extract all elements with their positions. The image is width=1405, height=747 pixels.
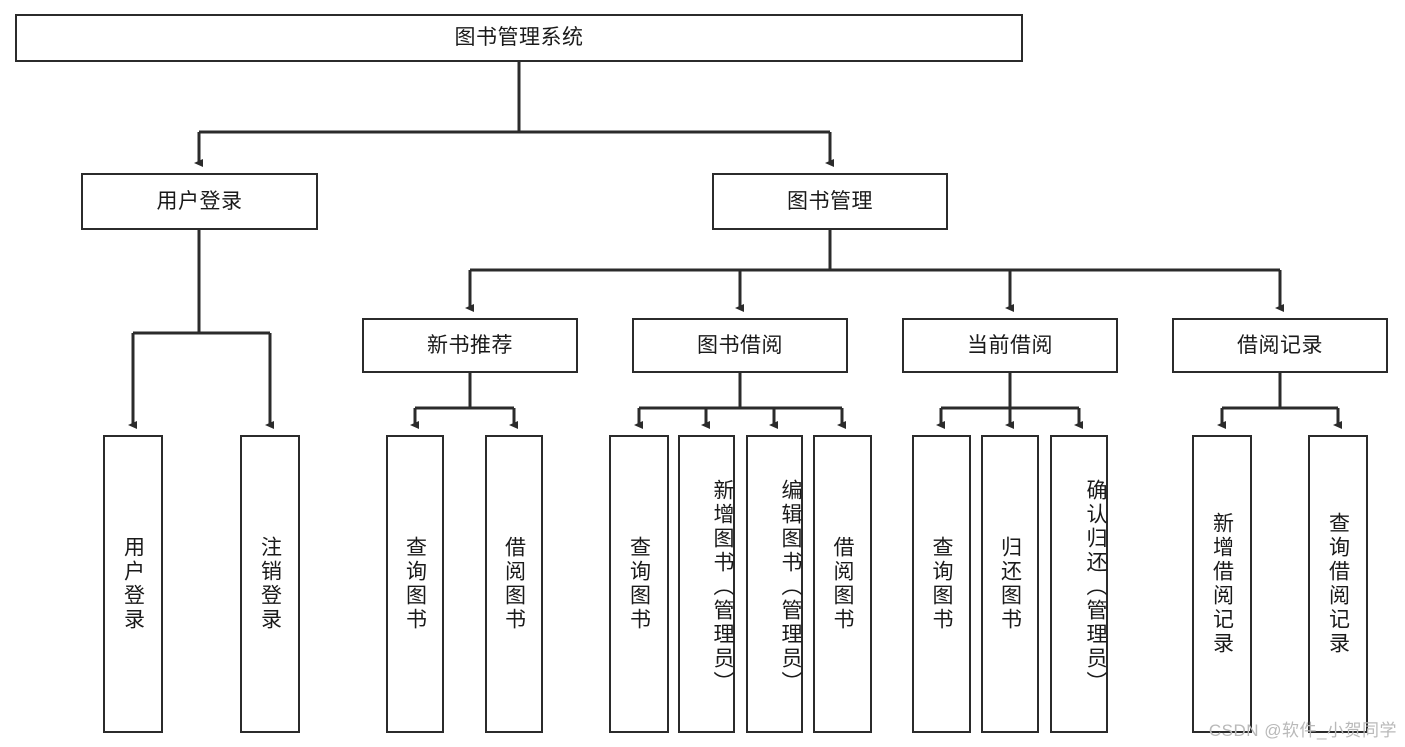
leaf-add-book[interactable]: 新增图书（管理员） [678, 435, 735, 733]
leaf-confirm-return-label: 确认归还（管理员） [1084, 479, 1107, 695]
leaf-return-book[interactable]: 归还图书 [981, 435, 1039, 733]
leaf-borrow-book-1-label: 借阅图书 [502, 536, 526, 632]
leaf-user-login[interactable]: 用户登录 [103, 435, 163, 733]
leaf-return-book-label: 归还图书 [998, 536, 1022, 632]
node-book-manage-label: 图书管理 [787, 189, 873, 213]
node-book-borrow[interactable]: 图书借阅 [632, 318, 848, 373]
leaf-edit-book[interactable]: 编辑图书（管理员） [746, 435, 803, 733]
node-book-borrow-label: 图书借阅 [697, 333, 783, 357]
leaf-borrow-book-2-label: 借阅图书 [831, 536, 854, 632]
leaf-query-book-3-label: 查询图书 [930, 536, 953, 632]
leaf-query-record-label: 查询借阅记录 [1326, 512, 1350, 656]
leaf-confirm-return[interactable]: 确认归还（管理员） [1050, 435, 1108, 733]
watermark: CSDN @软件_小贺同学 [1208, 721, 1397, 740]
node-user-login[interactable]: 用户登录 [81, 173, 318, 230]
leaf-query-book-2[interactable]: 查询图书 [609, 435, 669, 733]
leaf-borrow-book-1[interactable]: 借阅图书 [485, 435, 543, 733]
leaf-edit-book-label: 编辑图书（管理员） [779, 479, 802, 695]
leaf-query-record[interactable]: 查询借阅记录 [1308, 435, 1368, 733]
node-book-manage[interactable]: 图书管理 [712, 173, 948, 230]
leaf-query-book-1-label: 查询图书 [403, 536, 427, 632]
node-borrow-record[interactable]: 借阅记录 [1172, 318, 1388, 373]
leaf-query-book-3[interactable]: 查询图书 [912, 435, 971, 733]
node-user-login-label: 用户登录 [156, 189, 243, 213]
leaf-user-logout[interactable]: 注销登录 [240, 435, 300, 733]
leaf-user-logout-label: 注销登录 [258, 536, 282, 632]
leaf-add-record-label: 新增借阅记录 [1210, 512, 1234, 656]
node-root-label: 图书管理系统 [454, 26, 584, 50]
node-borrow-record-label: 借阅记录 [1237, 333, 1323, 357]
node-new-book-recommend[interactable]: 新书推荐 [362, 318, 578, 373]
leaf-add-record[interactable]: 新增借阅记录 [1192, 435, 1252, 733]
leaf-add-book-label: 新增图书（管理员） [711, 479, 734, 695]
leaf-query-book-1[interactable]: 查询图书 [386, 435, 444, 733]
node-current-borrow[interactable]: 当前借阅 [902, 318, 1118, 373]
node-new-book-recommend-label: 新书推荐 [427, 333, 513, 357]
leaf-user-login-label: 用户登录 [121, 536, 145, 632]
leaf-query-book-2-label: 查询图书 [627, 536, 651, 632]
node-root[interactable]: 图书管理系统 [15, 14, 1023, 62]
leaf-borrow-book-2[interactable]: 借阅图书 [813, 435, 872, 733]
node-current-borrow-label: 当前借阅 [967, 333, 1053, 357]
